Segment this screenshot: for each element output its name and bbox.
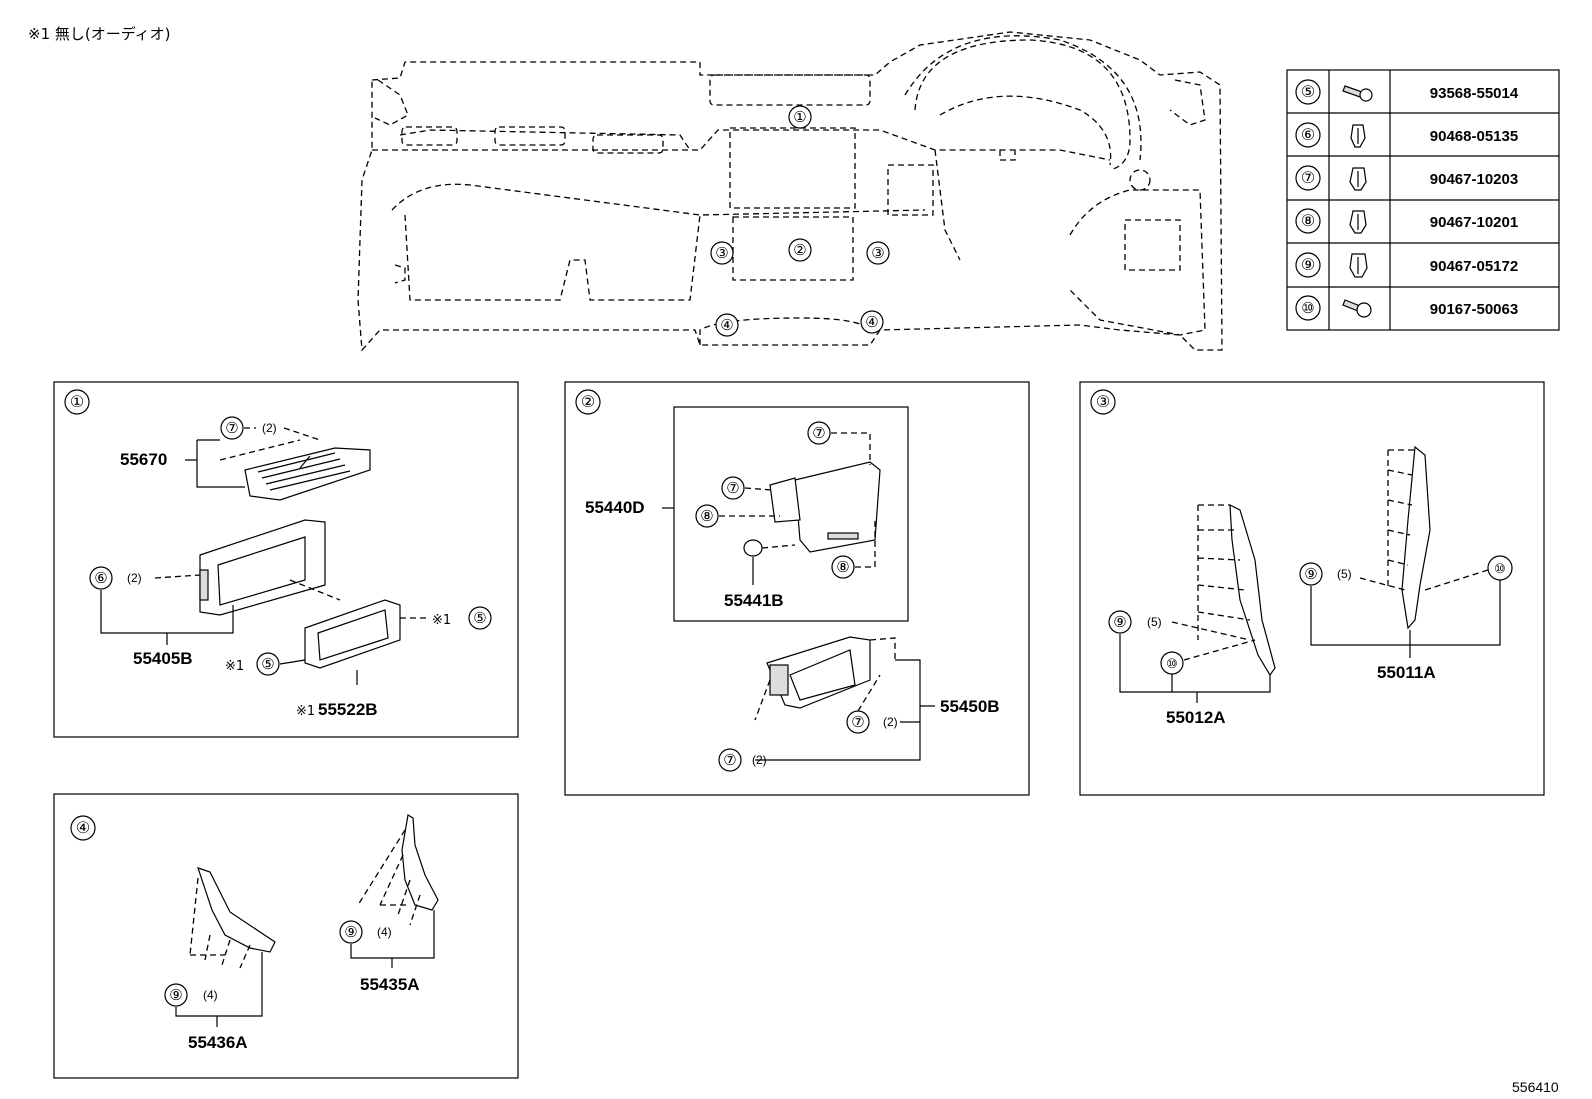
part-label-55435A: 55435A [360, 975, 420, 994]
overview-marker-4-right[interactable]: ④ [860, 310, 884, 334]
overview-marker-1[interactable]: ① [788, 105, 812, 129]
part-label-55450B: 55450B [940, 697, 1000, 716]
part-label-55670: 55670 [120, 450, 167, 469]
part-55405B-bezel[interactable] [199, 519, 326, 616]
panel-2-number: ② [581, 394, 595, 411]
part-label-55441B: 55441B [724, 591, 784, 610]
svg-text:(2): (2) [262, 421, 277, 435]
part-55441B-bulb[interactable] [743, 539, 796, 557]
svg-text:⑨: ⑨ [344, 924, 357, 941]
table-row: ⑩ 90167-50063 [1295, 295, 1518, 321]
table-row: ⑧ 90467-10201 [1295, 208, 1518, 234]
svg-text:※1: ※1 [296, 704, 315, 719]
svg-text:⑤: ⑤ [473, 610, 486, 627]
svg-text:※1: ※1 [225, 659, 244, 674]
svg-text:②: ② [793, 242, 806, 259]
part-55440D-unit[interactable] [769, 461, 881, 553]
svg-text:⑤: ⑤ [261, 656, 274, 673]
part-label-55405B: 55405B [133, 649, 193, 668]
part-label-55011A: 55011A [1377, 663, 1436, 682]
svg-text:(2): (2) [752, 753, 767, 767]
svg-text:90167-50063: 90167-50063 [1430, 301, 1518, 318]
clip-icon [1350, 124, 1366, 148]
part-55435A-cover[interactable] [401, 814, 439, 911]
svg-text:(2): (2) [127, 571, 142, 585]
part-label-55436A: 55436A [188, 1033, 248, 1052]
svg-text:⑦: ⑦ [812, 425, 825, 442]
panel-4: ④ ⑨ (4) 55436A ⑨ (4) 55435A [53, 793, 519, 1079]
svg-text:⑦: ⑦ [851, 714, 864, 731]
part-label-55440D: 55440D [585, 498, 645, 517]
svg-text:⑦: ⑦ [1301, 170, 1315, 187]
svg-text:⑦: ⑦ [723, 752, 736, 769]
panel-1: ① 55670 ⑦ (2) ⑥ (2) 55405B ※ [53, 381, 519, 738]
overview-marker-4-left[interactable]: ④ [715, 313, 739, 337]
part-55011A-pillar[interactable] [1401, 445, 1431, 630]
part-55522B-panel[interactable] [304, 599, 401, 669]
table-row: ⑥ 90468-05135 [1295, 122, 1518, 148]
svg-text:③: ③ [715, 245, 728, 262]
screw-icon [1342, 299, 1372, 318]
part-55012A-pillar[interactable] [1229, 504, 1276, 677]
svg-text:90468-05135: 90468-05135 [1430, 128, 1518, 145]
svg-text:90467-10203: 90467-10203 [1430, 171, 1518, 188]
panel-4-number: ④ [76, 820, 90, 837]
svg-text:⑦: ⑦ [225, 420, 238, 437]
table-row: ⑤ 93568-55014 [1295, 79, 1519, 105]
panel-3-number: ③ [1096, 394, 1110, 411]
fastener-table: ⑤ 93568-55014 ⑥ 90468-05135 ⑦ [1286, 69, 1560, 331]
panel-1-number: ① [70, 394, 84, 411]
svg-text:(4): (4) [377, 925, 392, 939]
clip-icon [1349, 210, 1367, 234]
note-text: ※1 無し(オーディオ) [28, 25, 171, 43]
footer-code: 556410 [1512, 1079, 1559, 1095]
part-55670-vent[interactable] [244, 447, 371, 501]
clip-icon [1349, 167, 1367, 191]
part-label-55522B: 55522B [318, 700, 378, 719]
svg-text:(4): (4) [203, 988, 218, 1002]
table-row: ⑨ 90467-05172 [1295, 252, 1518, 278]
svg-text:⑩: ⑩ [1494, 561, 1506, 576]
dashboard-overview: ① ② ③ ③ ④ ④ [357, 31, 1223, 352]
svg-text:⑥: ⑥ [1301, 127, 1315, 144]
svg-text:(2): (2) [883, 715, 898, 729]
svg-text:⑩: ⑩ [1166, 656, 1178, 671]
part-label-55012A: 55012A [1166, 708, 1226, 727]
svg-text:⑨: ⑨ [169, 987, 182, 1004]
svg-text:⑩: ⑩ [1301, 300, 1314, 317]
svg-text:⑥: ⑥ [94, 570, 107, 587]
part-55450B-bracket[interactable] [766, 636, 871, 709]
svg-text:⑨: ⑨ [1301, 257, 1315, 274]
overview-marker-3-left[interactable]: ③ [710, 241, 734, 265]
svg-text:⑤: ⑤ [1301, 84, 1315, 101]
overview-marker-3-right[interactable]: ③ [866, 241, 890, 265]
svg-text:※1: ※1 [432, 613, 451, 628]
overview-marker-2[interactable]: ② [788, 238, 812, 262]
svg-text:90467-10201: 90467-10201 [1430, 214, 1518, 231]
svg-text:(5): (5) [1147, 615, 1162, 629]
svg-text:④: ④ [720, 317, 733, 334]
svg-text:③: ③ [871, 245, 884, 262]
table-row: ⑦ 90467-10203 [1295, 165, 1518, 191]
panel-3: ③ ⑨ (5) ⑩ 55012A ⑨ (5) ⑩ 55011A [1079, 381, 1545, 796]
svg-text:④: ④ [865, 314, 878, 331]
svg-text:⑨: ⑨ [1304, 566, 1317, 583]
svg-text:⑧: ⑧ [1301, 213, 1315, 230]
part-55436A-cover[interactable] [197, 867, 276, 953]
svg-text:⑧: ⑧ [836, 559, 849, 576]
svg-text:⑦: ⑦ [726, 480, 739, 497]
svg-text:90467-05172: 90467-05172 [1430, 258, 1518, 275]
clip-icon [1349, 253, 1368, 278]
screw-icon [1342, 85, 1373, 102]
svg-text:⑨: ⑨ [1113, 614, 1126, 631]
svg-text:①: ① [793, 109, 806, 126]
svg-text:93568-55014: 93568-55014 [1430, 85, 1519, 102]
panel-2: ② 55440D ⑦ ⑦ ⑧ ⑧ 55441B [564, 381, 1030, 796]
svg-text:⑧: ⑧ [700, 508, 713, 525]
svg-text:(5): (5) [1337, 567, 1352, 581]
